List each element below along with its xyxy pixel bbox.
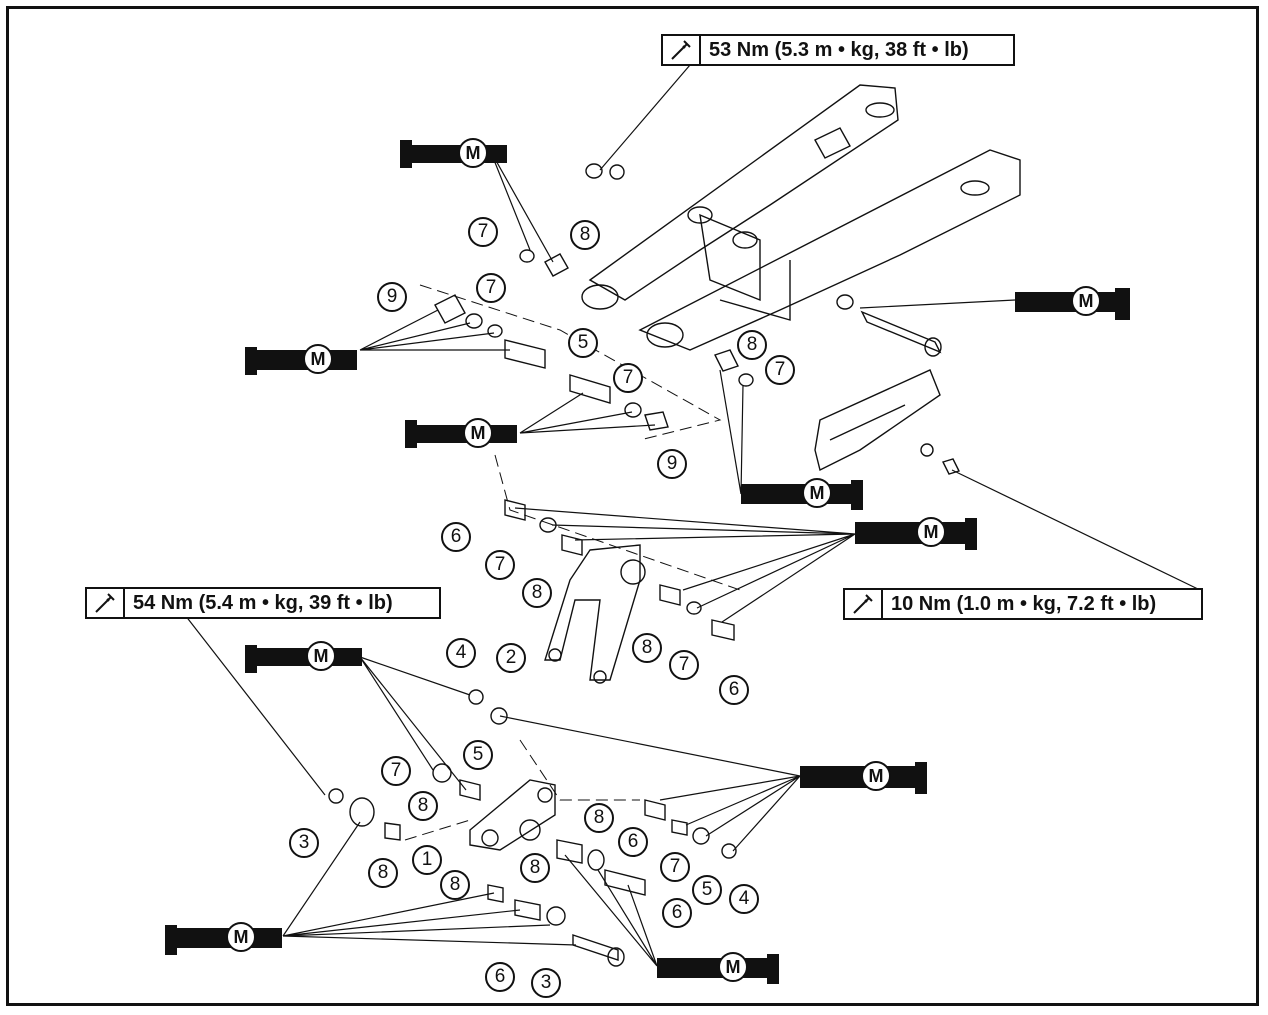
grease-symbol: M — [180, 916, 300, 960]
part-callout: 7 — [660, 852, 690, 882]
torque-spec-10: 10 Nm (1.0 m • kg, 7.2 ft • lb) — [843, 588, 1203, 620]
grease-m-icon: M — [306, 641, 336, 671]
grease-symbol: M — [756, 472, 876, 516]
grease-m-icon: M — [226, 922, 256, 952]
grease-symbol: M — [672, 946, 792, 990]
part-callout: 7 — [476, 273, 506, 303]
part-callout: 7 — [468, 217, 498, 247]
part-callout: 8 — [522, 578, 552, 608]
torque-spec-54: 54 Nm (5.4 m • kg, 39 ft • lb) — [85, 587, 441, 619]
part-callout: 1 — [412, 845, 442, 875]
part-callout: 8 — [632, 633, 662, 663]
swingarm-left-arm — [638, 149, 1021, 351]
grease-m-icon: M — [861, 761, 891, 791]
part-callout: 9 — [377, 282, 407, 312]
part-callout: 7 — [613, 363, 643, 393]
connecting-rod — [544, 544, 641, 681]
torque-spec-text: 53 Nm (5.3 m • kg, 38 ft • lb) — [709, 38, 969, 61]
part-callout: 7 — [669, 650, 699, 680]
grease-tubes — [165, 140, 1130, 984]
part-callout: 8 — [440, 870, 470, 900]
grease-m-icon: M — [463, 418, 493, 448]
grease-symbol: M — [260, 635, 380, 679]
part-callout: 6 — [441, 522, 471, 552]
grease-m-icon: M — [458, 138, 488, 168]
torque-spec-text: 54 Nm (5.4 m • kg, 39 ft • lb) — [133, 591, 393, 614]
grease-symbol: M — [870, 511, 990, 555]
grease-symbol: M — [1025, 280, 1145, 324]
torque-wrench-icon — [663, 36, 701, 64]
grease-symbol: M — [412, 132, 532, 176]
grease-symbol: M — [417, 412, 537, 456]
part-callout: 8 — [584, 803, 614, 833]
part-callout: 5 — [568, 328, 598, 358]
torque-wrench-icon — [87, 589, 125, 617]
part-callout: 9 — [657, 449, 687, 479]
part-callout: 4 — [729, 884, 759, 914]
part-callout: 6 — [485, 962, 515, 992]
part-callout: 8 — [737, 330, 767, 360]
part-callout: 7 — [485, 550, 515, 580]
part-callout: 6 — [719, 675, 749, 705]
grease-symbol: M — [815, 755, 935, 799]
grease-symbol: M — [257, 338, 377, 382]
part-callout: 7 — [765, 355, 795, 385]
torque-spec-53: 53 Nm (5.3 m • kg, 38 ft • lb) — [661, 34, 1015, 66]
grease-m-icon: M — [916, 517, 946, 547]
part-callout: 5 — [692, 875, 722, 905]
grease-m-icon: M — [1071, 286, 1101, 316]
grease-m-icon: M — [802, 478, 832, 508]
part-callout: 7 — [381, 756, 411, 786]
part-callout: 4 — [446, 638, 476, 668]
torque-spec-text: 10 Nm (1.0 m • kg, 7.2 ft • lb) — [891, 592, 1157, 615]
torque-wrench-icon — [845, 590, 883, 618]
part-callout: 3 — [289, 828, 319, 858]
grease-m-icon: M — [718, 952, 748, 982]
part-callout: 8 — [368, 858, 398, 888]
figure-frame — [6, 6, 1259, 1006]
chain-guide — [814, 369, 941, 472]
part-callout: 6 — [662, 898, 692, 928]
relay-arm — [469, 779, 556, 851]
part-callout: 6 — [618, 827, 648, 857]
part-callout: 5 — [463, 740, 493, 770]
grease-m-icon: M — [303, 344, 333, 374]
part-callout: 8 — [520, 853, 550, 883]
part-callout: 2 — [496, 643, 526, 673]
part-callout: 3 — [531, 968, 561, 998]
part-callout: 8 — [408, 791, 438, 821]
small-parts — [328, 163, 960, 967]
part-callout: 8 — [570, 220, 600, 250]
swingarm-right-arm — [588, 84, 899, 301]
swingarm-cross-member — [699, 213, 761, 302]
